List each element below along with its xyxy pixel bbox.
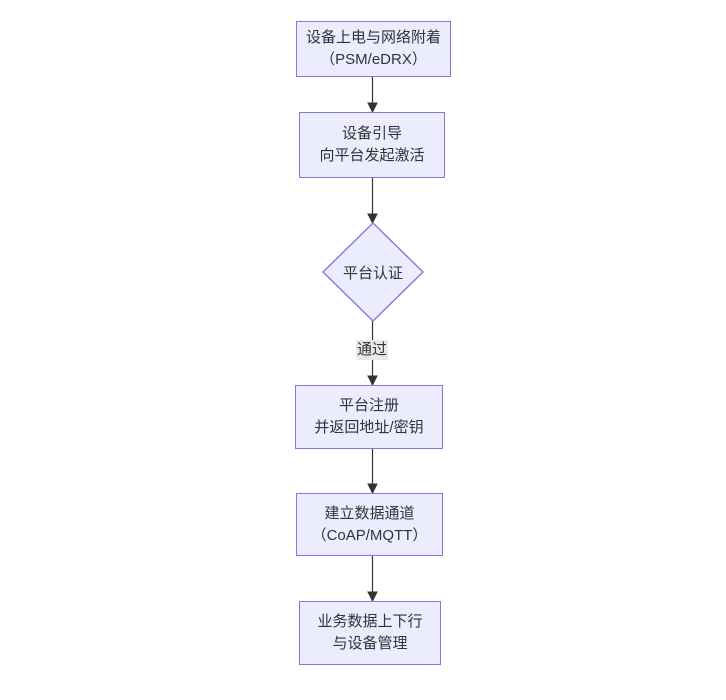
node-text-line: 并返回地址/密钥	[314, 419, 424, 436]
node-platform-register: 平台注册 并返回地址/密钥	[295, 385, 443, 449]
edge-register-to-channel	[367, 449, 378, 495]
edge-label-pass: 通过	[355, 340, 389, 360]
node-text-line: 平台认证	[342, 264, 403, 282]
node-text-line: 设备引导	[341, 125, 402, 142]
edge-power-to-bootstrap	[367, 77, 378, 114]
node-text-line: 建立数据通道	[324, 504, 415, 522]
edge-channel-to-business	[367, 556, 378, 603]
node-text-line: （CoAP/MQTT）	[311, 526, 428, 544]
node-data-channel: 建立数据通道 （CoAP/MQTT）	[296, 493, 443, 556]
node-device-bootstrap: 设备引导 向平台发起激活	[299, 112, 445, 178]
node-platform-auth-decision: 平台认证	[322, 222, 424, 322]
diamond-shape	[322, 222, 424, 322]
node-text-line: （PSM/eDRX）	[320, 51, 427, 68]
node-device-power-attach: 设备上电与网络附着 （PSM/eDRX）	[296, 21, 451, 77]
node-text-line: 业务数据上下行	[317, 613, 423, 630]
node-text-line: 设备上电与网络附着	[305, 29, 441, 46]
edge-bootstrap-to-auth	[367, 178, 378, 225]
node-business-data: 业务数据上下行 与设备管理	[299, 601, 441, 665]
node-text-line: 平台注册	[338, 397, 399, 414]
node-text-line: 向平台发起激活	[319, 147, 425, 164]
node-text-line: 与设备管理	[332, 635, 408, 652]
